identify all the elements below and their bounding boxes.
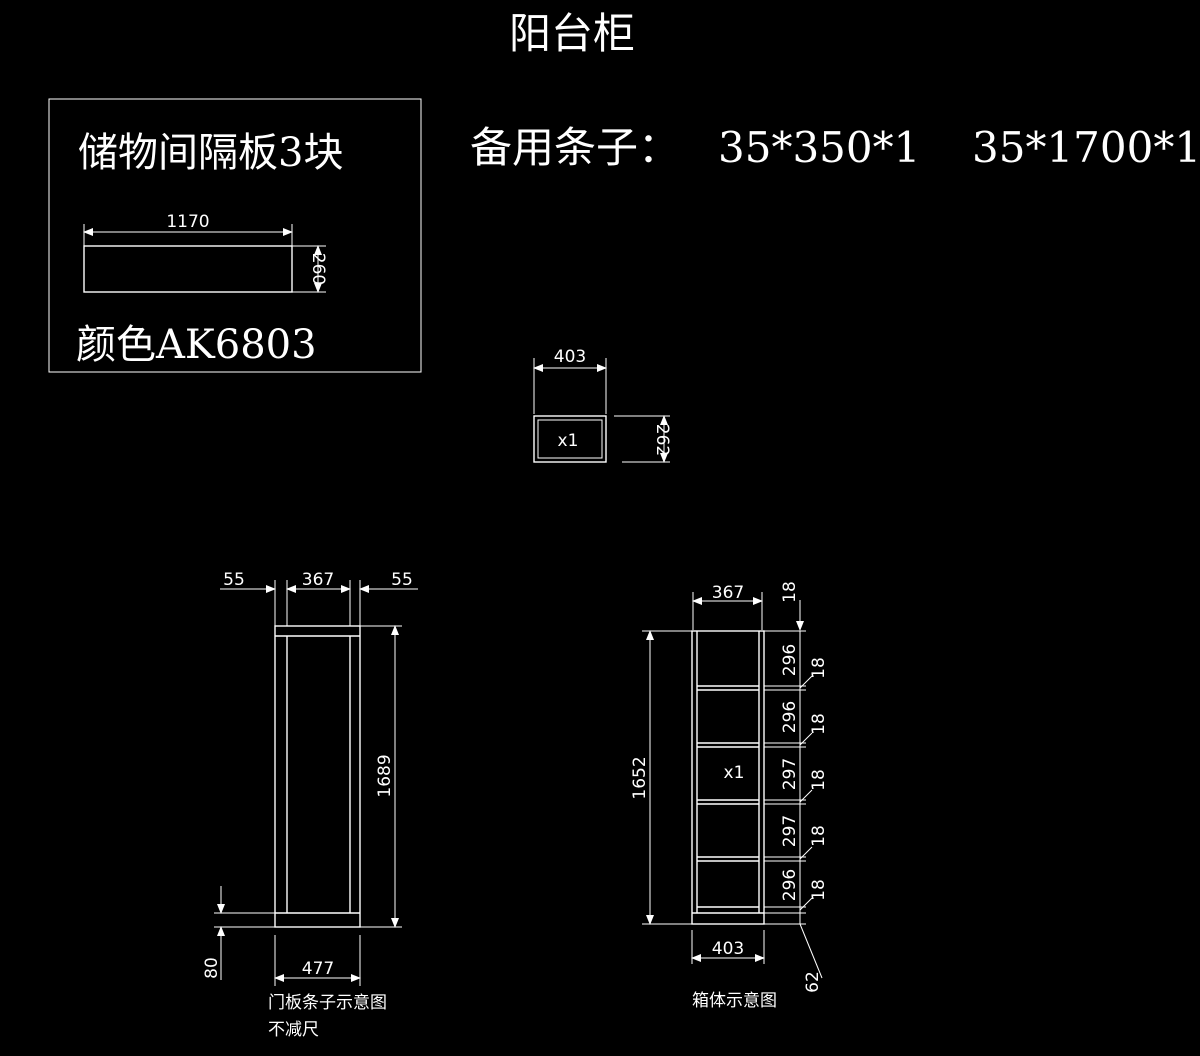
door-mid-label: 367 — [302, 570, 334, 590]
door-caption-2: 不减尺 — [268, 1020, 319, 1040]
cabinet-space-2: 296 — [780, 701, 800, 733]
cabinet-shelf-thick-2: 18 — [809, 713, 829, 735]
cabinet-caption: 箱体示意图 — [692, 991, 777, 1011]
shelf-panel-note: 储物间隔板3块 1170 260 颜色AK6803 — [48, 98, 422, 373]
cabinet-drawing: 367 18 x1 1652 — [630, 581, 829, 1011]
cabinet-height-label: 1652 — [630, 756, 650, 799]
cabinet-space-5: 296 — [780, 869, 800, 901]
small-box-height-label: 262 — [652, 424, 672, 456]
shelf-height-label: 260 — [308, 253, 328, 285]
cabinet-space-1: 296 — [780, 644, 800, 676]
spare-strip-1: 35*350*1 — [718, 123, 920, 172]
cabinet-shelf-thick-5: 18 — [809, 879, 829, 901]
color-label: 颜色AK6803 — [76, 322, 317, 368]
drawing-title: 阳台柜 — [509, 9, 635, 58]
door-left-label: 55 — [223, 570, 245, 590]
cabinet-top-thick-label: 18 — [780, 581, 800, 603]
cabinet-top-width-label: 367 — [712, 583, 744, 603]
shelf-width-label: 1170 — [166, 212, 209, 232]
door-height-label: 1689 — [375, 754, 395, 797]
cabinet-space-4: 297 — [780, 815, 800, 847]
spare-strip-2: 35*1700*1 — [972, 123, 1200, 172]
small-box-drawing: 403 x1 262 — [533, 347, 672, 463]
cabinet-space-3: 297 — [780, 758, 800, 790]
spare-strips-note: 备用条子： 35*350*1 35*1700*1 — [470, 123, 1200, 172]
cabinet-base-label: 62 — [803, 971, 823, 993]
small-box-width-label: 403 — [554, 347, 586, 367]
cabinet-qty: x1 — [724, 763, 745, 783]
door-bottom-label: 80 — [202, 957, 222, 979]
cabinet-shelf-thick-4: 18 — [809, 825, 829, 847]
door-right-label: 55 — [391, 570, 413, 590]
cabinet-shelf-thick-3: 18 — [809, 769, 829, 791]
cabinet-bottom-width-label: 403 — [712, 939, 744, 959]
door-width-label: 477 — [302, 959, 334, 979]
shelf-panel-outline — [83, 245, 293, 293]
small-box-qty: x1 — [558, 431, 579, 451]
cabinet-shelf-thick-1: 18 — [809, 657, 829, 679]
shelf-heading: 储物间隔板3块 — [78, 130, 343, 176]
door-frame-drawing: 55 367 55 1689 80 477 门板条子示意图 不减尺 — [202, 570, 418, 1040]
spare-strips-label: 备用条子： — [470, 123, 680, 172]
door-caption: 门板条子示意图 — [268, 993, 387, 1013]
